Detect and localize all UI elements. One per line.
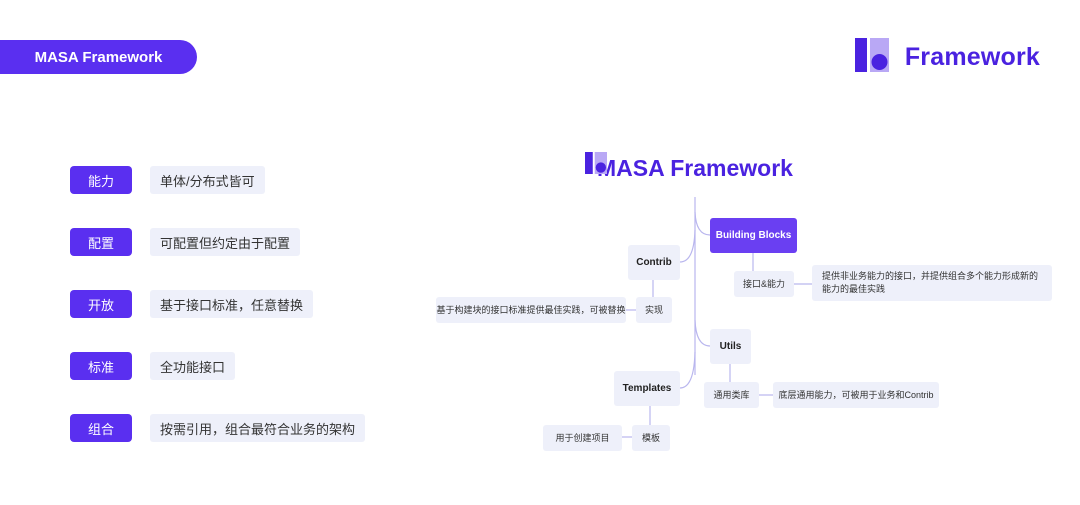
diagram-title-text: MASA Framework bbox=[597, 154, 793, 181]
brand-name: Framework bbox=[904, 42, 1040, 71]
feature-desc: 可配置但约定由于配置 bbox=[150, 228, 301, 256]
node-utils-child: 通用类库 bbox=[704, 382, 759, 408]
feature-tag: 能力 bbox=[70, 166, 132, 194]
feature-desc: 单体/分布式皆可 bbox=[150, 166, 265, 194]
feature-desc: 按需引用，组合最符合业务的架构 bbox=[150, 414, 366, 442]
feature-desc: 全功能接口 bbox=[150, 352, 236, 380]
diagram-title: MASA Framework bbox=[585, 152, 793, 184]
feature-tag: 配置 bbox=[70, 228, 132, 256]
brand: Framework bbox=[854, 37, 1040, 77]
node-templates-desc: 用于创建项目 bbox=[543, 425, 622, 451]
node-utils: Utils bbox=[710, 329, 751, 364]
feature-tag: 组合 bbox=[70, 414, 132, 442]
node-building-blocks-child: 接口&能力 bbox=[734, 271, 794, 297]
feature-tag: 标准 bbox=[70, 352, 132, 380]
feature-row: 标准 全功能接口 bbox=[70, 352, 236, 380]
node-templates-child: 模板 bbox=[632, 425, 670, 451]
node-contrib-desc: 基于构建块的接口标准提供最佳实践，可被替换 bbox=[436, 297, 626, 323]
node-templates: Templates bbox=[614, 371, 680, 406]
node-building-blocks: Building Blocks bbox=[710, 218, 797, 253]
masa-logo-icon bbox=[854, 37, 889, 77]
feature-tag: 开放 bbox=[70, 290, 132, 318]
feature-desc: 基于接口标准，任意替换 bbox=[150, 290, 314, 318]
header-title: MASA Framework bbox=[0, 40, 197, 74]
node-contrib-child: 实现 bbox=[636, 297, 672, 323]
node-building-blocks-desc: 提供非业务能力的接口，并提供组合多个能力形成新的能力的最佳实践 bbox=[812, 265, 1052, 301]
node-contrib: Contrib bbox=[628, 245, 680, 280]
feature-row: 能力 单体/分布式皆可 bbox=[70, 166, 265, 194]
feature-row: 配置 可配置但约定由于配置 bbox=[70, 228, 301, 256]
feature-row: 开放 基于接口标准，任意替换 bbox=[70, 290, 314, 318]
node-utils-desc: 底层通用能力，可被用于业务和Contrib bbox=[773, 382, 939, 408]
feature-row: 组合 按需引用，组合最符合业务的架构 bbox=[70, 414, 366, 442]
